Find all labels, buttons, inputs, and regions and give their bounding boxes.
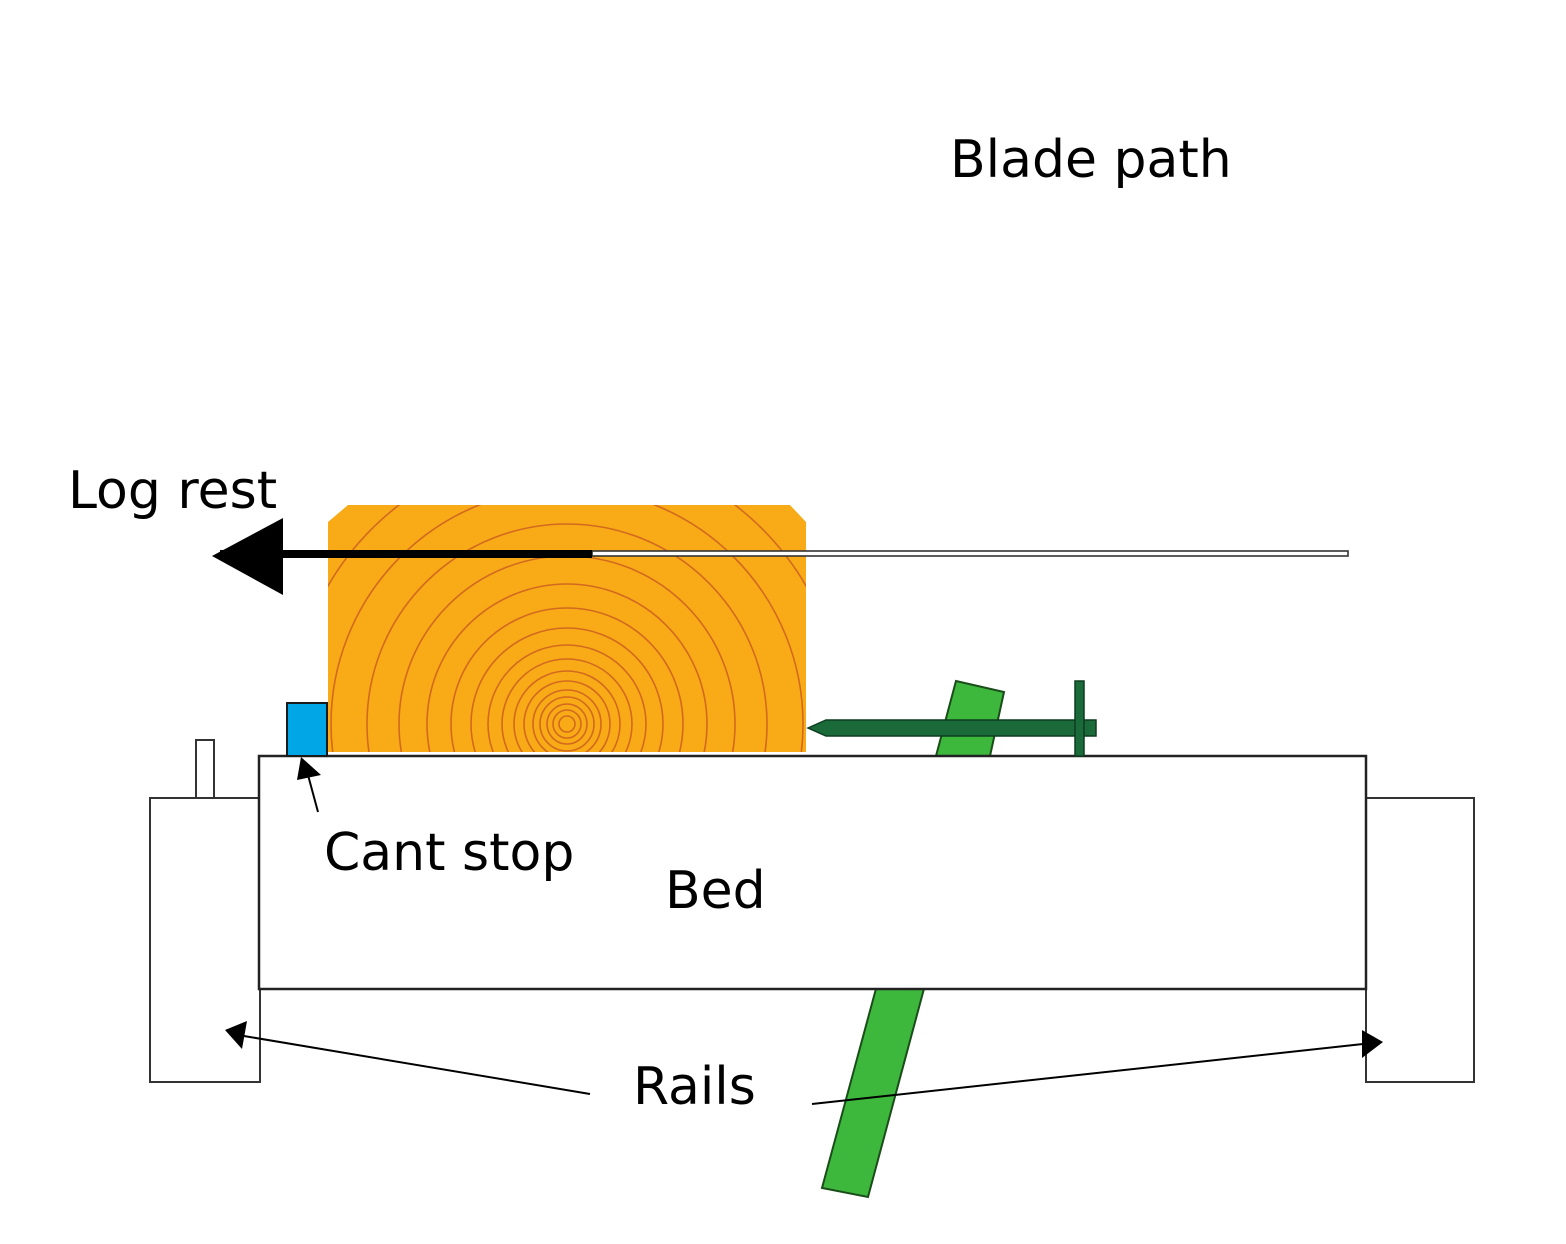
growth-ring	[426, 583, 708, 752]
growth-ring	[558, 715, 576, 733]
bed	[257, 754, 1368, 991]
log-dog	[806, 680, 1097, 757]
growth-ring	[330, 505, 804, 752]
cant-stop-pointer-arrow	[297, 757, 321, 813]
growth-ring	[523, 680, 611, 752]
rails-label: Rails	[633, 1057, 756, 1117]
log-rest-arm-lower	[820, 984, 927, 1199]
log-rest-arm-upper	[934, 679, 1006, 757]
growth-ring	[539, 696, 595, 752]
growth-ring	[501, 658, 633, 752]
growth-ring	[532, 689, 602, 752]
log-rest-label: Log rest	[68, 461, 277, 521]
growth-ring	[546, 703, 588, 745]
bed-label: Bed	[665, 861, 766, 921]
cant-stop-label: Cant stop	[324, 823, 574, 883]
rails-pointer-arrow-right	[811, 1030, 1383, 1105]
growth-ring	[366, 523, 768, 752]
cant-stop-block	[286, 702, 328, 757]
growth-ring	[450, 607, 684, 752]
left-rail-post	[195, 739, 215, 799]
rails-pointer-arrow-left	[225, 1021, 591, 1095]
growth-ring	[487, 644, 647, 752]
growth-ring	[470, 627, 664, 752]
growth-ring	[552, 709, 582, 739]
blade-path-label: Blade path	[950, 130, 1232, 190]
blade-path-line	[212, 518, 1349, 595]
growth-ring	[513, 670, 621, 752]
right-rail	[1365, 797, 1475, 1083]
